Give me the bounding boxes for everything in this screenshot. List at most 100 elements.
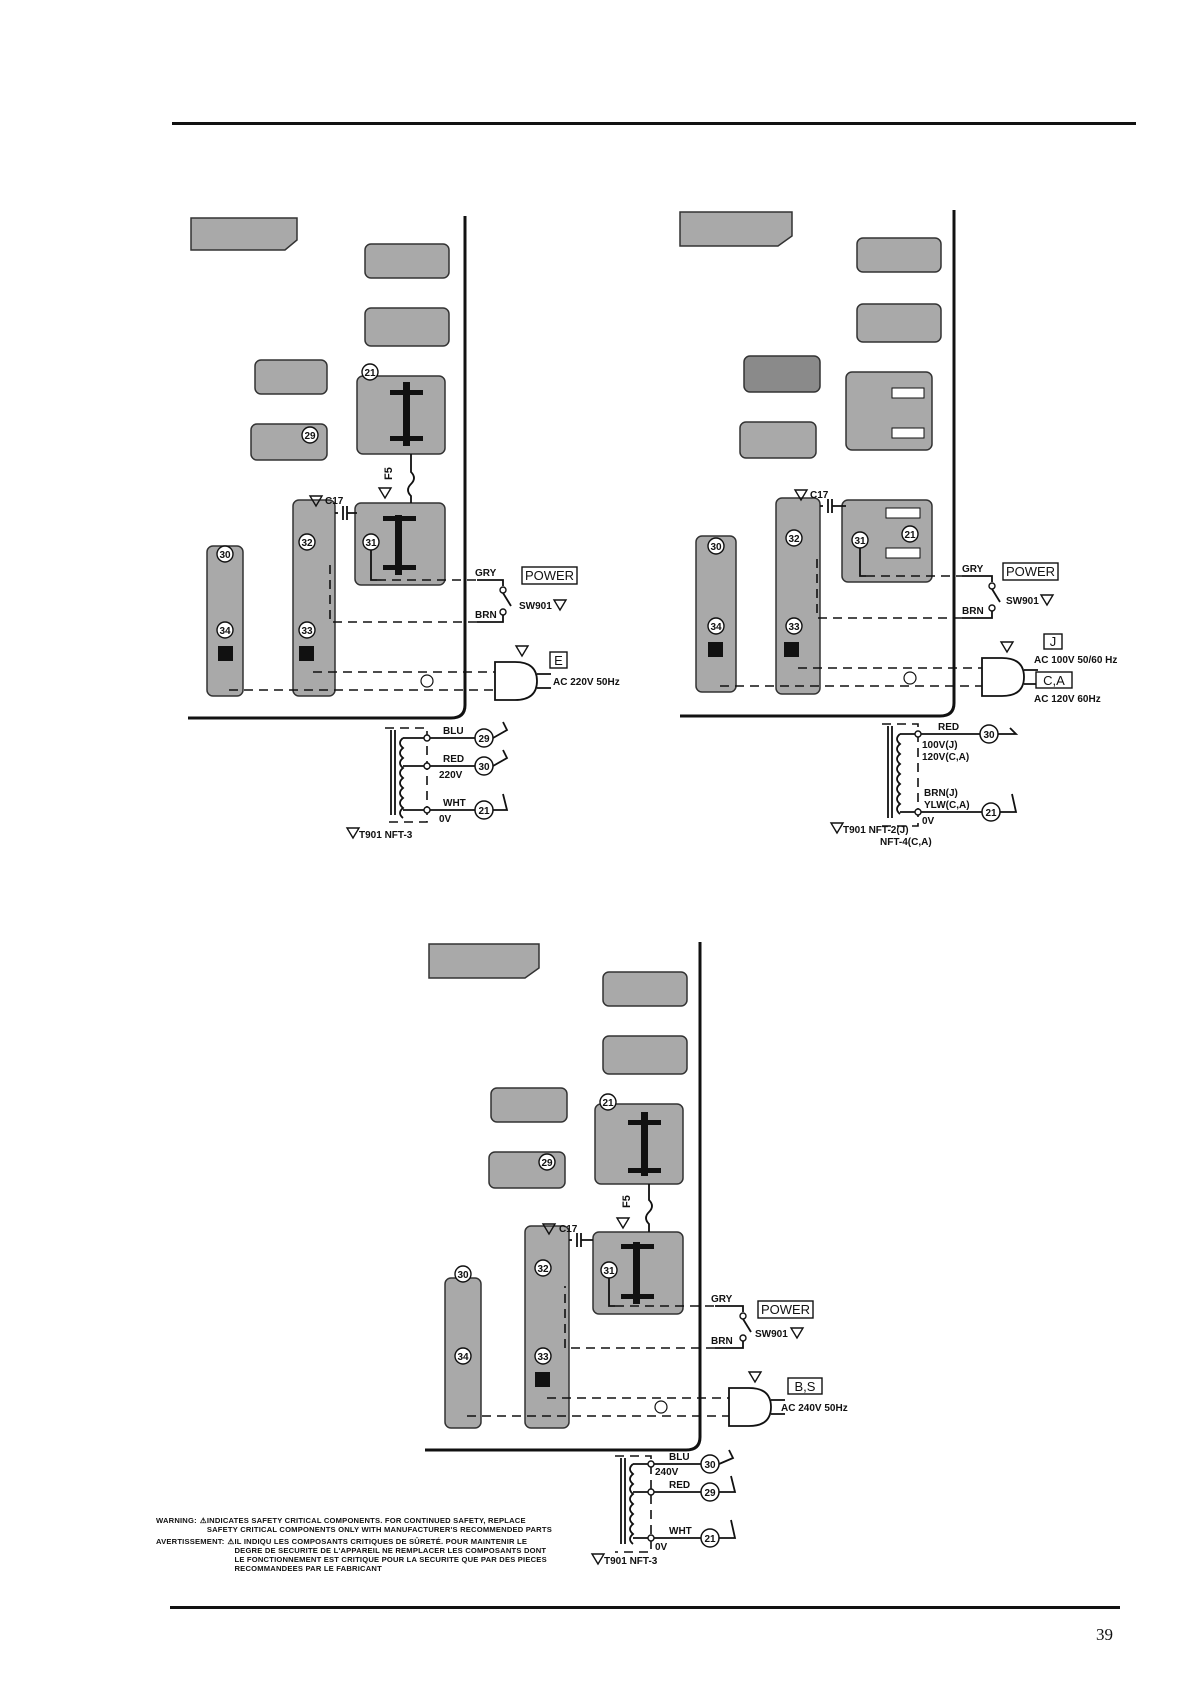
- lead-red-terminal: 30: [983, 730, 995, 741]
- wire-brn-label: BRN: [962, 606, 984, 617]
- terminal-30: 30: [457, 1270, 469, 1281]
- lead-1-note: 240V: [655, 1467, 679, 1478]
- fuse-f5-label: F5: [383, 467, 395, 480]
- c17-label: C17: [325, 496, 344, 507]
- diagram-e-svg: F5 C17 21 29 31 32 33 30 34 GRY BRN POWE…: [188, 216, 620, 841]
- terminal-32: 32: [788, 534, 800, 545]
- warning-text: INDICATES SAFETY CRITICAL COMPONENTS. FO…: [206, 1516, 552, 1534]
- diagram-e: F5 C17 21 29 31 32 33 30 34 GRY BRN POWE…: [185, 210, 620, 850]
- warning-label-fr: AVERTISSEMENT:: [156, 1537, 225, 1546]
- region-code-1: J: [1050, 634, 1057, 649]
- relay-lower: [841, 499, 933, 583]
- lead-0v-terminal: 21: [985, 808, 997, 819]
- switch-warning-icon: [552, 599, 568, 612]
- lead-red-note-1: 100V(J): [922, 740, 958, 751]
- power-label: POWER: [525, 568, 574, 583]
- lead-red: RED: [938, 722, 959, 733]
- terminal-31: 31: [365, 538, 377, 549]
- lead-1-terminal: 29: [478, 734, 490, 745]
- chassis-outline: [680, 210, 956, 718]
- terminal-31: 31: [854, 536, 866, 547]
- capacitor-c17: [335, 506, 357, 520]
- board-b: [364, 307, 450, 347]
- board-long-right: [292, 499, 336, 697]
- transformer-label-2: NFT-4(C,A): [880, 837, 932, 848]
- terminal-33: 33: [788, 622, 800, 633]
- lead-3-note: 0V: [655, 1542, 668, 1553]
- transformer-label-1: T901 NFT-2(J): [843, 825, 909, 836]
- page-number: 39: [1096, 1625, 1113, 1644]
- chassis-outline: [188, 216, 467, 720]
- region-code-2: C,A: [1043, 673, 1065, 688]
- wire-gry-label: GRY: [962, 564, 984, 575]
- fuse-f5: [407, 454, 415, 503]
- lead-3-color: WHT: [443, 798, 466, 809]
- capacitor-c17: [569, 1233, 593, 1247]
- warning-label: WARNING:: [156, 1516, 197, 1525]
- warning-fr: AVERTISSEMENT: ⚠ IL INDIQU LES COMPOSANT…: [156, 1537, 556, 1573]
- lead-3-terminal: 21: [704, 1534, 716, 1545]
- transformer-label: T901 NFT-3: [359, 830, 413, 841]
- lead-2-terminal: 30: [478, 762, 490, 773]
- bottom-rule: [170, 1606, 1120, 1609]
- diagram-bs: F5 C17 21 29 31 32 33 30 34 GRY BRN POWE…: [425, 942, 885, 1582]
- fuse-warning-icon: [377, 487, 393, 500]
- voltage-label: AC 240V 50Hz: [781, 1403, 848, 1414]
- warning-icon-fr: ⚠: [227, 1537, 235, 1546]
- diagram-bs-svg: F5 C17 21 29 31 32 33 30 34 GRY BRN POWE…: [425, 942, 848, 1567]
- lead-3-color: WHT: [669, 1526, 692, 1537]
- terminal-33: 33: [301, 626, 313, 637]
- fuse-f5-label: F5: [621, 1195, 633, 1208]
- lead-3-note: 0V: [439, 814, 452, 825]
- voltage-label: AC 220V 50Hz: [553, 677, 620, 688]
- c17-label: C17: [810, 490, 829, 501]
- terminal-34: 34: [457, 1352, 469, 1363]
- lead-2-note: 220V: [439, 770, 463, 781]
- relay-upper-bar: [403, 382, 410, 446]
- transformer-label: T901 NFT-3: [604, 1556, 658, 1567]
- terminal-32: 32: [537, 1264, 549, 1275]
- terminal-29: 29: [304, 431, 316, 442]
- chassis-outline: [425, 942, 702, 1452]
- transformer-warning-icon: [345, 827, 361, 840]
- board-c: [254, 359, 328, 395]
- warning-icon: ⚠: [199, 1516, 207, 1525]
- transformer-core: [390, 730, 396, 815]
- top-rule: [172, 122, 1136, 125]
- power-label: POWER: [1006, 564, 1055, 579]
- region-code: B,S: [795, 1379, 816, 1394]
- switch-label: SW901: [1006, 596, 1039, 607]
- ac-plug: [728, 1387, 772, 1427]
- voltage-1: AC 100V 50/60 Hz: [1034, 655, 1117, 666]
- wire-gry-label: GRY: [475, 568, 497, 579]
- terminal-30: 30: [219, 550, 231, 561]
- region-code: E: [554, 653, 563, 668]
- transformer-coil: [399, 737, 405, 819]
- c17-warning-icon: [308, 495, 324, 508]
- lead-2-color: RED: [669, 1480, 690, 1491]
- board-a: [364, 243, 450, 279]
- switch-label: SW901: [755, 1329, 788, 1340]
- warning-text-fr: IL INDIQU LES COMPOSANTS CRITIQUES DE SÛ…: [234, 1537, 547, 1573]
- fuse-f5: [645, 1184, 653, 1232]
- bracket-board: [190, 217, 298, 251]
- board-long-left: [206, 545, 244, 697]
- warning-en: WARNING: ⚠ INDICATES SAFETY CRITICAL COM…: [156, 1516, 556, 1534]
- diagram-jca-svg: 21 C17 31 32 33 30 34 GRY BRN POWER SW90…: [679, 210, 1117, 848]
- wire-brn-label: BRN: [475, 610, 497, 621]
- terminal-21: 21: [364, 368, 376, 379]
- switch-label: SW901: [519, 601, 552, 612]
- power-label: POWER: [761, 1302, 810, 1317]
- plug-warning-icon: [514, 645, 530, 658]
- terminal-31: 31: [603, 1266, 615, 1277]
- warning-block: WARNING: ⚠ INDICATES SAFETY CRITICAL COM…: [156, 1516, 556, 1576]
- lead-2-color: RED: [443, 754, 464, 765]
- terminal-34: 34: [710, 622, 722, 633]
- voltage-2: AC 120V 60Hz: [1034, 694, 1101, 705]
- wire-brn-label: BRN: [711, 1336, 733, 1347]
- diagram-jca: 21 C17 31 32 33 30 34 GRY BRN POWER SW90…: [679, 208, 1140, 858]
- capacitor-c17: [820, 499, 846, 513]
- lead-0v: 0V: [922, 816, 935, 827]
- ac-plug: [494, 661, 538, 701]
- wire-gry-label: GRY: [711, 1294, 733, 1305]
